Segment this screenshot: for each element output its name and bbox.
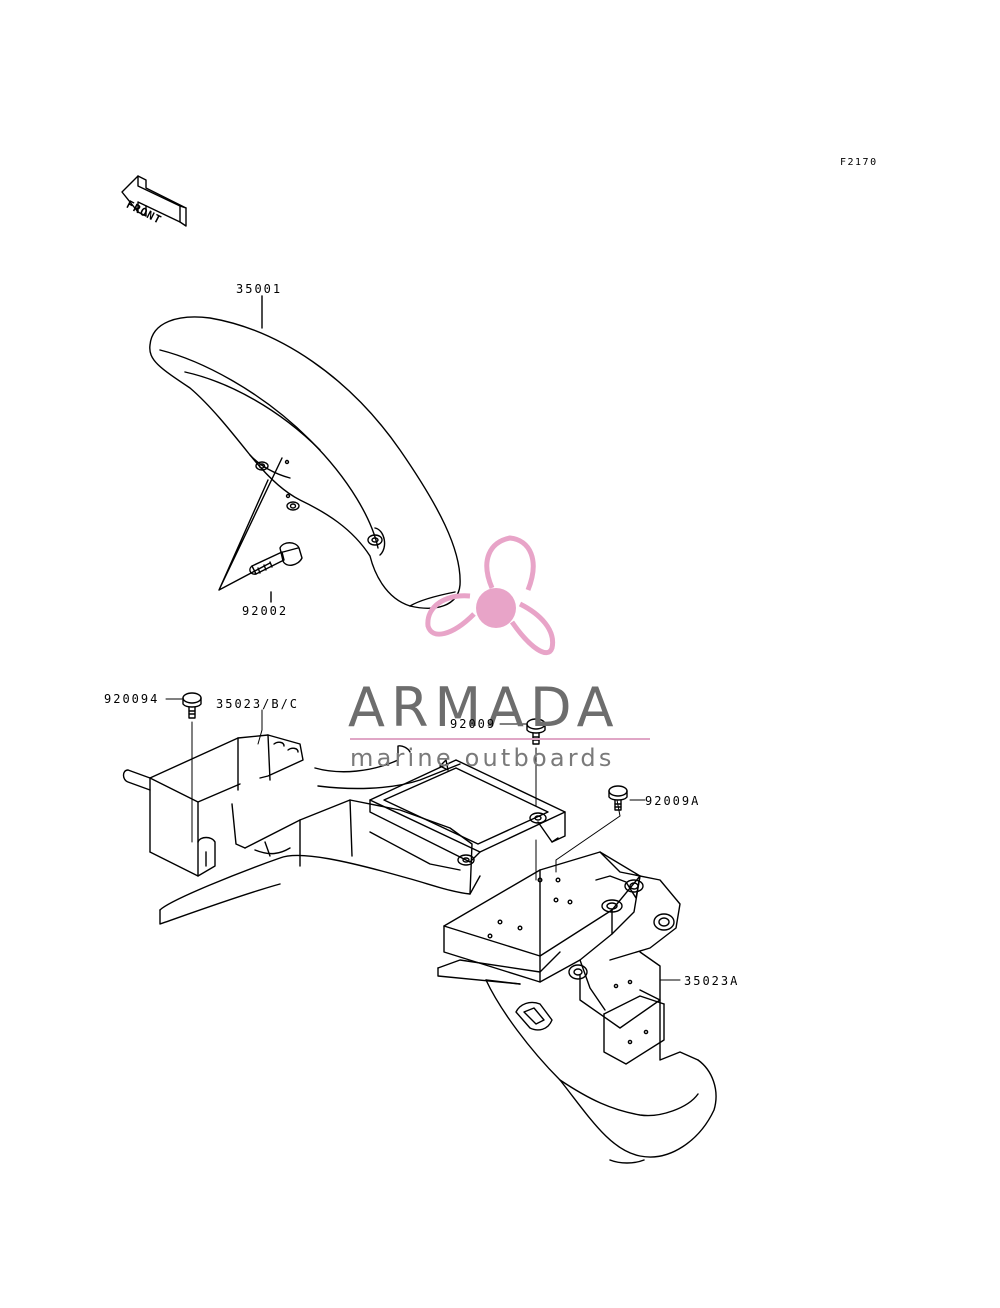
battery-tray-part bbox=[369, 759, 566, 866]
front-arrow-icon bbox=[121, 175, 187, 227]
watermark-divider bbox=[350, 738, 650, 740]
part-label-35023-b-c: 35023/B/C bbox=[216, 697, 300, 711]
watermark-brand: ARMADA bbox=[348, 676, 620, 739]
rear-fender-part bbox=[437, 851, 717, 1164]
part-label-35001: 35001 bbox=[236, 282, 283, 296]
part-label-35023A: 35023A bbox=[684, 974, 740, 988]
propeller-logo-icon bbox=[425, 535, 556, 656]
bolt-92009A-part bbox=[608, 785, 628, 811]
watermark-tagline: marine outboards bbox=[350, 744, 615, 772]
front-fender-part bbox=[149, 316, 461, 609]
bolt-920094-part bbox=[182, 692, 202, 719]
leader-92002 bbox=[218, 457, 283, 591]
part-label-92002: 92002 bbox=[242, 604, 289, 618]
leader-lines bbox=[165, 698, 681, 981]
part-label-92009A: 92009A bbox=[645, 794, 701, 808]
part-label-920094: 920094 bbox=[104, 692, 160, 706]
figure-ref-code: F2170 bbox=[840, 157, 878, 168]
part-label-92009: 92009 bbox=[450, 717, 497, 731]
battery-case-part bbox=[122, 734, 481, 925]
